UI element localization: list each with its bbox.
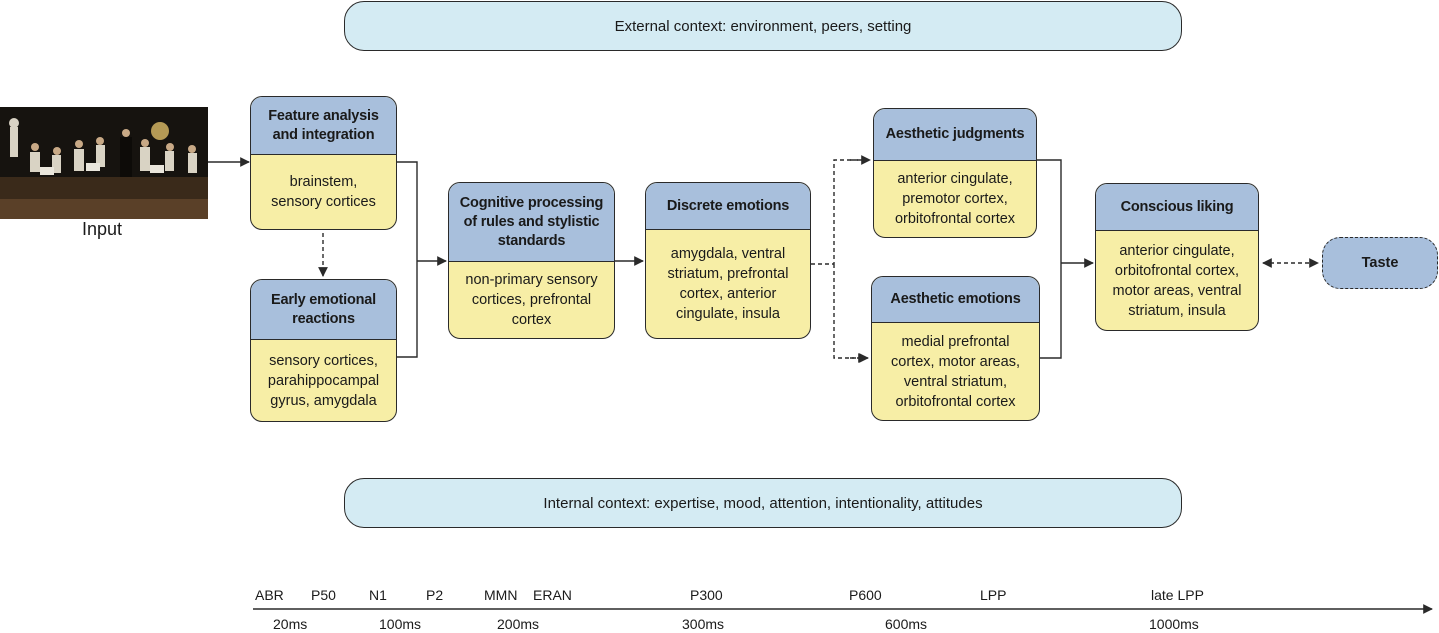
timeline-time: 20ms [273, 616, 308, 632]
box-aesthetic-emotions-body: medial prefrontal cortex, motor areas, v… [891, 333, 1020, 410]
timeline-component: P50 [311, 587, 336, 603]
timeline-time: 1000ms [1149, 616, 1199, 632]
timeline-time: 200ms [497, 616, 540, 632]
timeline-component: LPP [980, 587, 1007, 603]
box-early-emotional-reactions-body: sensory cortices, parahippocampal gyrus,… [267, 352, 380, 409]
box-aesthetic-judgments-title: Aesthetic judgments [874, 109, 1036, 161]
box-discrete-emotions-body: amygdala, ventral striatum, prefrontal c… [667, 246, 789, 322]
box-aesthetic-judgments-body: anterior cingulate, premotor cortex, orb… [894, 171, 1016, 227]
split-discrete [811, 159, 869, 358]
taste-node: Taste [1322, 237, 1438, 289]
timeline-component: P300 [690, 587, 723, 603]
timeline-time: 600ms [885, 616, 928, 632]
taste-label: Taste [1361, 255, 1399, 271]
box-aesthetic-judgments: Aesthetic judgments anterior cingulate, … [873, 108, 1037, 238]
external-context-banner: External context: environment, peers, se… [344, 1, 1182, 51]
timeline-component: late LPP [1151, 587, 1204, 603]
internal-context-text: Internal context: expertise, mood, atten… [543, 494, 983, 512]
timeline-time: 100ms [379, 616, 422, 632]
bracket-judgments-aesthetic [1037, 159, 1062, 359]
external-context-text: External context: environment, peers, se… [614, 17, 912, 35]
timeline-component: N1 [369, 587, 387, 603]
orchestra-image [0, 107, 208, 219]
box-early-emotional-reactions: Early emotional reactions sensory cortic… [250, 279, 397, 422]
box-cognitive-processing-title: Cognitive processing of rules and stylis… [449, 183, 614, 262]
timeline-component: ERAN [533, 587, 572, 603]
box-feature-analysis: Feature analysis and integration brainst… [250, 96, 397, 230]
box-early-emotional-reactions-title: Early emotional reactions [251, 280, 396, 340]
box-cognitive-processing: Cognitive processing of rules and stylis… [448, 182, 615, 339]
box-aesthetic-emotions: Aesthetic emotions medial prefrontal cor… [871, 276, 1040, 421]
input-label: Input [82, 219, 123, 239]
timeline-component: ABR [255, 587, 284, 603]
box-feature-analysis-body: brainstem, sensory cortices [271, 174, 376, 210]
timeline-component: P2 [426, 587, 444, 603]
box-discrete-emotions-title: Discrete emotions [646, 183, 810, 230]
box-conscious-liking: Conscious liking anterior cingulate, orb… [1095, 183, 1259, 331]
internal-context-banner: Internal context: expertise, mood, atten… [344, 478, 1182, 528]
timeline-time: 300ms [682, 616, 725, 632]
input-photo-orchestra [0, 107, 208, 219]
timeline-component: MMN [484, 587, 518, 603]
timeline-component: P600 [849, 587, 882, 603]
box-discrete-emotions: Discrete emotions amygdala, ventral stri… [645, 182, 811, 339]
box-feature-analysis-title: Feature analysis and integration [251, 97, 396, 155]
box-aesthetic-emotions-title: Aesthetic emotions [872, 277, 1039, 323]
bracket-feature-early [397, 161, 418, 358]
box-conscious-liking-title: Conscious liking [1096, 184, 1258, 231]
box-cognitive-processing-body: non-primary sensory cortices, prefrontal… [465, 272, 598, 328]
box-conscious-liking-body: anterior cingulate, orbitofrontal cortex… [1112, 242, 1242, 319]
